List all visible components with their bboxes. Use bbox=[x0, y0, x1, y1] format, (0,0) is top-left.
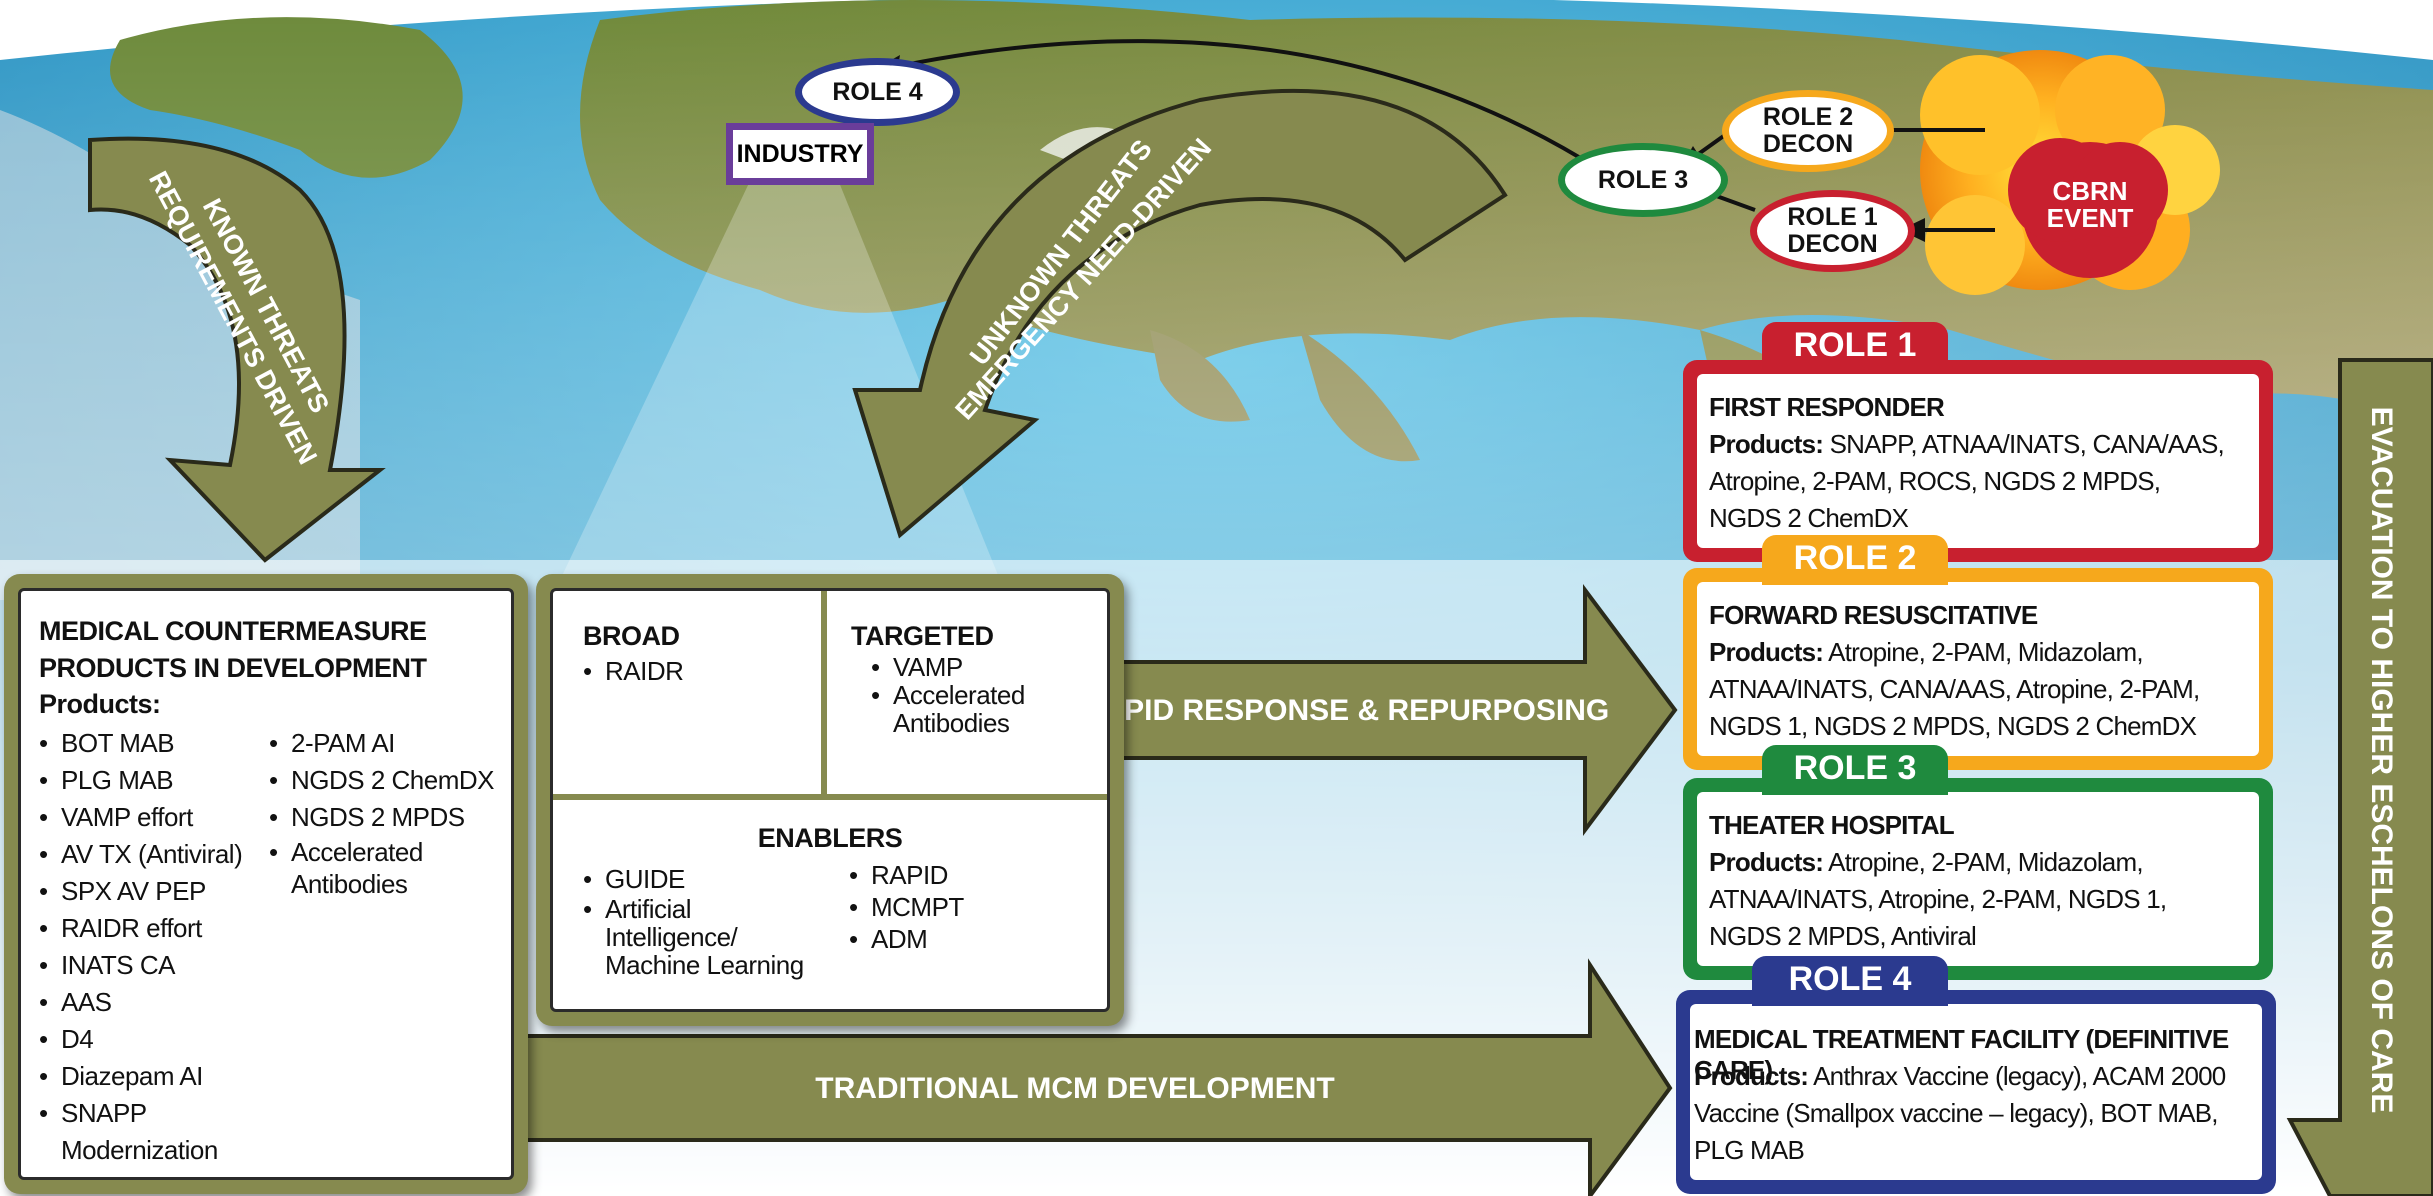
role1-title: FIRST RESPONDER bbox=[1709, 392, 1945, 422]
list-item: SNAPP bbox=[39, 1095, 242, 1132]
list-item: NGDS 2 MPDS bbox=[269, 799, 494, 836]
role2-products: Products: Atropine, 2-PAM, Midazolam, AT… bbox=[1709, 637, 2200, 741]
mcm-products-col2: 2-PAM AI NGDS 2 ChemDX NGDS 2 MPDS Accel… bbox=[269, 725, 495, 900]
list-item-continuation: Intelligence/ bbox=[605, 922, 738, 952]
role3-title: THEATER HOSPITAL bbox=[1709, 810, 1955, 840]
traditional-mcm-arrow bbox=[518, 958, 1673, 1196]
targeted-title: TARGETED bbox=[851, 621, 994, 651]
list-item: RAPID bbox=[849, 859, 964, 891]
list-item: ADM bbox=[849, 923, 964, 955]
list-item: RAIDR effort bbox=[39, 910, 242, 947]
traditional-mcm-label: TRADITIONAL MCM DEVELOPMENT bbox=[815, 1072, 1334, 1105]
rapid-response-arrow bbox=[1108, 584, 1678, 836]
list-item: Artificial bbox=[583, 895, 804, 923]
role2-title: FORWARD RESUSCITATIVE bbox=[1709, 600, 2038, 630]
role4-products: Products: Anthrax Vaccine (legacy), ACAM… bbox=[1694, 1061, 2226, 1165]
list-item: AAS bbox=[39, 984, 242, 1021]
enablers-title: ENABLERS bbox=[757, 823, 903, 853]
known-threats-arrow bbox=[88, 136, 386, 563]
enablers-col1: GUIDE Artificial Intelligence/ Machine L… bbox=[583, 863, 804, 980]
broad-title: BROAD bbox=[583, 621, 680, 651]
role1-tab-label: ROLE 1 bbox=[1793, 326, 1917, 364]
rapid-response-label: RAPID RESPONSE & REPURPOSING bbox=[1081, 694, 1609, 727]
mcm-products-panel: MEDICAL COUNTERMEASURE PRODUCTS IN DEVEL… bbox=[4, 574, 528, 1194]
list-item: MCMPT bbox=[849, 891, 964, 923]
list-item: RAIDR bbox=[583, 653, 684, 690]
role1-products: Products: SNAPP, ATNAA/INATS, CANA/AAS, … bbox=[1709, 429, 2225, 533]
role3-card: THEATER HOSPITAL Products: Atropine, 2-P… bbox=[1683, 778, 2273, 980]
role4-tab bbox=[1752, 956, 1948, 1006]
list-item-continuation: Modernization bbox=[61, 1135, 218, 1165]
list-item: AV TX (Antiviral) bbox=[39, 836, 243, 873]
role3-tab bbox=[1762, 745, 1948, 795]
list-item: SPX AV PEP bbox=[39, 873, 242, 910]
role3-tab-label: ROLE 3 bbox=[1793, 749, 1917, 787]
unknown-threats-arrow bbox=[852, 88, 1508, 539]
role2-tab bbox=[1762, 535, 1948, 585]
list-item: GUIDE bbox=[583, 863, 804, 895]
divider bbox=[821, 591, 827, 797]
industry-map-label: INDUSTRY bbox=[726, 123, 874, 185]
list-item: INATS CA bbox=[39, 947, 242, 984]
role4-tab-label: ROLE 4 bbox=[1788, 960, 1912, 998]
role2-tab-label: ROLE 2 bbox=[1793, 539, 1917, 577]
role3-map-oval: ROLE 3 bbox=[1558, 143, 1728, 217]
list-item: PLG MAB bbox=[39, 762, 242, 799]
list-item: 2-PAM AI bbox=[269, 725, 494, 762]
role4-card: MEDICAL TREATMENT FACILITY (DEFINITIVE C… bbox=[1676, 990, 2276, 1194]
mcm-products-col1: BOT MAB PLG MAB VAMP effort AV TX (Antiv… bbox=[39, 725, 243, 1169]
list-item-continuation: Antibodies bbox=[291, 869, 408, 899]
role1-tab bbox=[1762, 322, 1948, 374]
evacuation-label: EVACUATION TO HIGHER ESCHELONS OF CARE bbox=[2365, 407, 2398, 1114]
list-item: D4 bbox=[39, 1021, 242, 1058]
role3-products: Products: Atropine, 2-PAM, Midazolam, AT… bbox=[1709, 847, 2167, 951]
role2-card: FORWARD RESUSCITATIVE Products: Atropine… bbox=[1683, 568, 2273, 770]
list-item-continuation: Antibodies bbox=[893, 708, 1010, 738]
list-item: BOT MAB bbox=[39, 725, 242, 762]
targeted-list: VAMP Accelerated Antibodies bbox=[871, 653, 1025, 738]
cbrn-explosion-icon bbox=[1920, 50, 2220, 295]
role4-title: MEDICAL TREATMENT FACILITY (DEFINITIVE C… bbox=[1694, 1024, 2229, 1085]
mcm-panel-title: MEDICAL COUNTERMEASURE PRODUCTS IN DEVEL… bbox=[39, 616, 427, 683]
list-item: Accelerated bbox=[269, 836, 494, 868]
role1-card: FIRST RESPONDER Products: SNAPP, ATNAA/I… bbox=[1683, 360, 2273, 562]
list-item: VAMP effort bbox=[39, 799, 242, 836]
divider bbox=[553, 794, 1107, 800]
list-item-continuation: Machine Learning bbox=[605, 950, 804, 980]
list-item: VAMP bbox=[871, 653, 1025, 681]
list-item: NGDS 2 ChemDX bbox=[269, 762, 495, 799]
evacuation-arrow bbox=[2286, 358, 2433, 1196]
list-item: Accelerated bbox=[871, 681, 1025, 709]
role4-map-oval: ROLE 4 bbox=[795, 58, 960, 126]
mcm-products-label: Products: bbox=[39, 689, 161, 719]
list-item: Diazepam AI bbox=[39, 1058, 242, 1095]
rapid-response-panel: BROAD RAIDR TARGETED VAMP Accelerated An… bbox=[536, 574, 1124, 1026]
enablers-col2: RAPID MCMPT ADM bbox=[849, 859, 964, 955]
broad-list: RAIDR bbox=[583, 653, 684, 690]
